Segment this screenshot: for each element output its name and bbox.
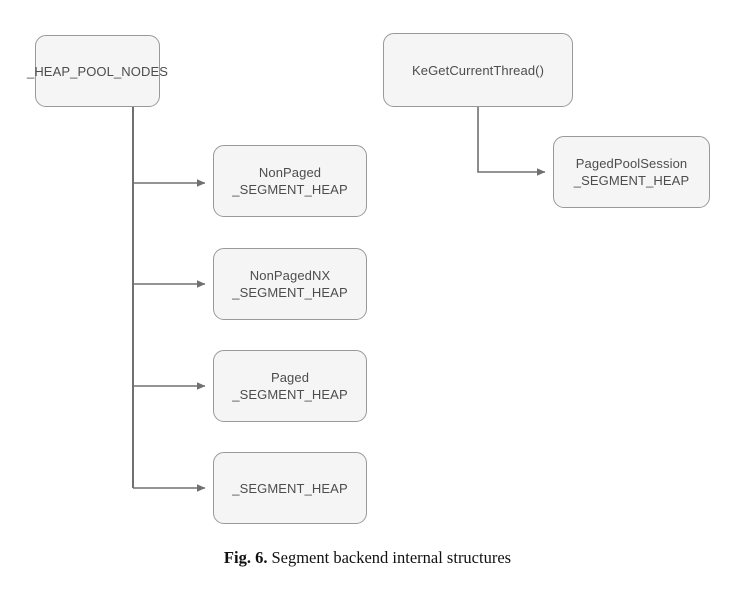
node-nonpaged-segment-heap: NonPaged _SEGMENT_HEAP <box>213 145 367 217</box>
node-pagedpoolsession-segment-heap-line2: _SEGMENT_HEAP <box>573 173 690 188</box>
node-nonpaged-segment-heap-line1: NonPaged <box>258 165 322 180</box>
node-nonpaged-segment-heap-line2: _SEGMENT_HEAP <box>232 182 348 197</box>
node-segment-heap: _SEGMENT_HEAP <box>213 452 367 524</box>
node-paged-segment-heap-line2: _SEGMENT_HEAP <box>232 387 348 402</box>
node-paged-segment-heap: Paged _SEGMENT_HEAP <box>213 350 367 422</box>
node-nonpagednx-segment-heap: NonPagedNX _SEGMENT_HEAP <box>213 248 367 320</box>
node-kegetcurrentthread-line1: KeGetCurrentThread() <box>411 62 545 78</box>
node-nonpagednx-segment-heap-line2: _SEGMENT_HEAP <box>232 285 348 300</box>
node-kegetcurrentthread: KeGetCurrentThread() <box>383 33 573 107</box>
edge-kegetcurrentthread-to-pagedpoolsession <box>477 107 546 176</box>
figure-caption-text: Segment backend internal structures <box>271 548 512 567</box>
node-paged-segment-heap-line1: Paged <box>270 370 310 385</box>
node-pagedpoolsession-segment-heap: PagedPoolSession _SEGMENT_HEAP <box>553 136 710 208</box>
node-segment-heap-line1: _SEGMENT_HEAP <box>232 480 348 496</box>
node-heap-pool-nodes-line1: _HEAP_POOL_NODES <box>26 63 169 79</box>
figure-caption: Fig. 6.Segment backend internal structur… <box>0 548 735 568</box>
node-pagedpoolsession-segment-heap-line1: PagedPoolSession <box>575 156 688 171</box>
node-nonpagednx-segment-heap-line1: NonPagedNX <box>249 268 331 283</box>
node-heap-pool-nodes: _HEAP_POOL_NODES <box>27 35 168 107</box>
figure-caption-label: Fig. 6. <box>223 548 268 567</box>
